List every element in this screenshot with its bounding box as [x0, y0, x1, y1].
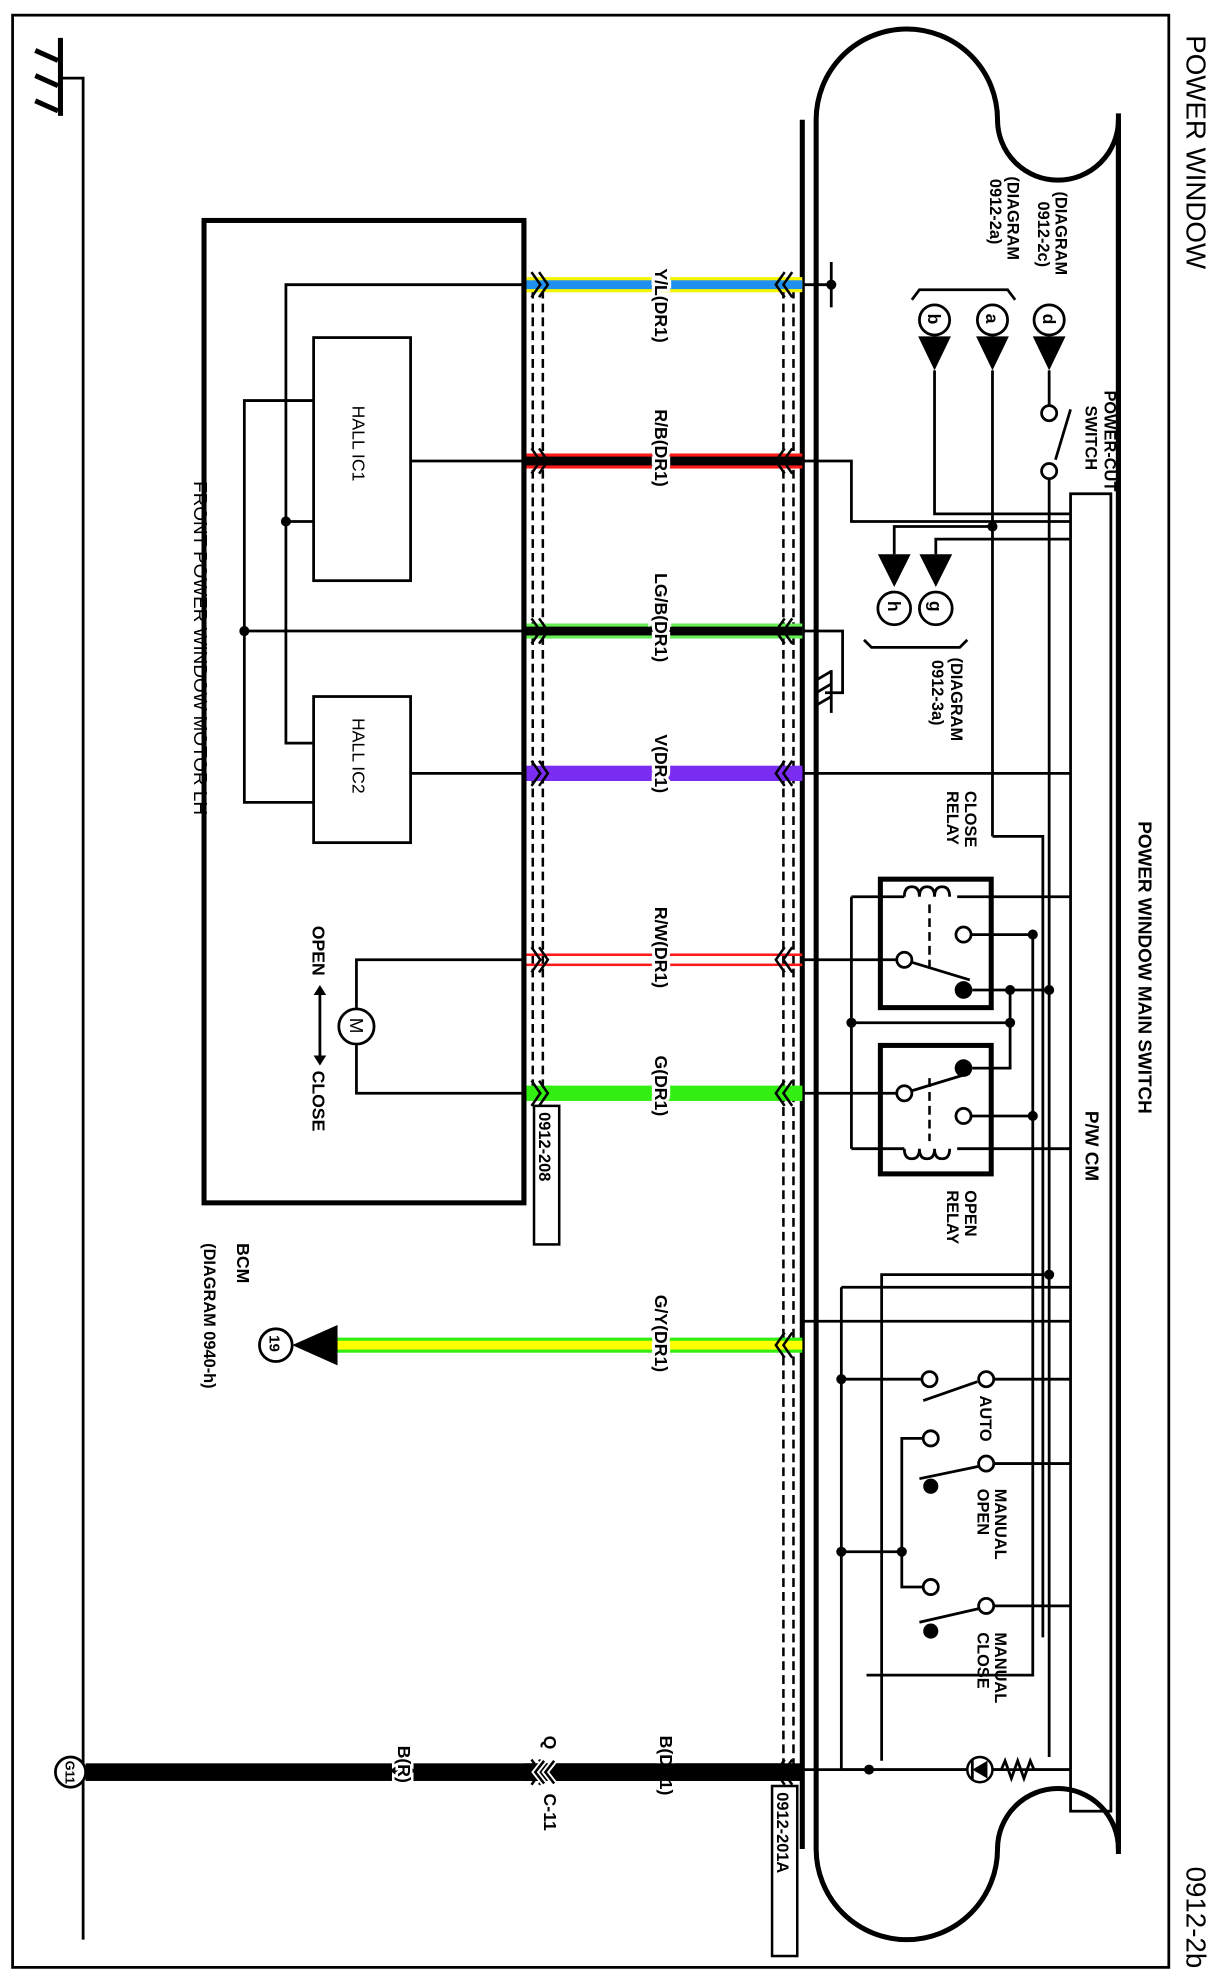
ref-ab-bracket — [910, 288, 1017, 301]
page-code: 0912-2b — [1180, 1867, 1211, 1969]
c11-connector-icon — [533, 1760, 556, 1785]
ground-symbol-main — [34, 37, 63, 116]
bcm-label: BCM — [233, 1243, 253, 1283]
ref-gh-bracket — [863, 638, 969, 649]
auto-switch[interactable] — [920, 1370, 939, 1389]
ref-h[interactable]: h — [876, 554, 912, 627]
manual-close-switch[interactable] — [977, 1596, 996, 1615]
svg-text:d: d — [1039, 314, 1059, 325]
connector-chevron-icon — [774, 946, 794, 974]
connector-chevron-icon — [774, 760, 794, 787]
open-relay-label-2: RELAY — [943, 1190, 961, 1244]
connector-chevron-icon — [530, 617, 550, 645]
wire-g-y-dr1-: G/Y(DR1) — [337, 1292, 803, 1375]
pwcm-block — [1069, 492, 1113, 1813]
connector-chevron-icon — [530, 760, 550, 787]
page-frame — [11, 13, 1171, 1969]
open-label: OPEN — [308, 926, 328, 976]
auto-label: AUTO — [976, 1396, 994, 1442]
close-relay — [877, 876, 994, 1011]
power-cut-label: POWER-CUT — [1101, 390, 1119, 491]
bcm-pin-label: 19 — [266, 1335, 283, 1352]
bcm-note: (DIAGRAM 0940-h) — [200, 1243, 218, 1388]
main-switch-label: POWER WINDOW MAIN SWITCH — [1134, 821, 1155, 1114]
connector-chevron-icon — [774, 1079, 794, 1107]
connector-chevron-icon — [774, 617, 794, 645]
hall-ic1 — [312, 336, 412, 583]
main-switch-outline — [813, 26, 1121, 1943]
power-cut-switch[interactable] — [1040, 404, 1059, 423]
manual-open-label-2: OPEN — [973, 1489, 991, 1535]
bcm-arrow-icon — [292, 1325, 338, 1366]
wire-label: R/W(DR1) — [651, 907, 671, 988]
ref-gh-note: (DIAGRAM — [947, 657, 965, 741]
svg-text:h: h — [884, 601, 904, 612]
wire-g-dr1-: G(DR1) — [523, 1052, 803, 1119]
wire-label: G(DR1) — [651, 1055, 671, 1116]
connector-chevron-icon — [530, 447, 550, 475]
connector-chevron-icon — [774, 1331, 794, 1359]
connector-0912-208-tag — [532, 1104, 561, 1246]
c11-pin: Q — [540, 1736, 560, 1750]
wire-lg-b-dr1-: LG/B(DR1) — [523, 570, 803, 665]
wire-label: G/Y(DR1) — [651, 1295, 671, 1372]
ref-gh-note-2: 0912-3a) — [928, 660, 946, 726]
motor-symbol: M — [345, 1018, 366, 1034]
svg-text:b: b — [924, 314, 944, 325]
manual-close-label-2: CLOSE — [973, 1632, 991, 1688]
motor-icon — [337, 1007, 376, 1046]
ref-d-note: (DIAGRAM — [1051, 191, 1069, 275]
ground-point-label: G11 — [62, 1761, 76, 1784]
connector-0912-201A: 0912-201A — [773, 1792, 791, 1873]
page-title: POWER WINDOW — [1180, 35, 1211, 270]
ref-g[interactable]: g — [918, 554, 954, 627]
close-relay-label-2: RELAY — [943, 791, 961, 845]
motor-label: FRONT POWER WINDOW MOTOR LH — [189, 481, 210, 815]
wire-label: R/B(DR1) — [651, 409, 671, 486]
ref-d[interactable]: d — [1032, 303, 1066, 371]
wire-label: LG/B(DR1) — [651, 573, 671, 662]
wires: Y/L(DR1) R/B(DR1) LG/B(DR1) V(DR1) R/W(DR1) G… — [337, 265, 803, 1798]
connector-0912-208: 0912-208 — [535, 1112, 553, 1181]
manual-open-label: MANUAL — [991, 1489, 1009, 1560]
connector-chevron-icon — [774, 447, 794, 475]
hall-ic2-label: HALL IC2 — [349, 718, 369, 794]
connector-chevron-icon — [774, 271, 794, 299]
power-cut-label-2: SWITCH — [1082, 406, 1100, 471]
svg-text:g: g — [926, 601, 946, 612]
wire-label: V(DR1) — [651, 734, 671, 793]
ref-ab-note: (DIAGRAM — [1004, 176, 1022, 260]
ground-symbol-lgb — [815, 670, 833, 713]
pwcm-label: P/W CM — [1081, 1111, 1102, 1181]
c11-connector: C-11 — [540, 1794, 560, 1831]
wire-r-b-dr1-: R/B(DR1) — [523, 406, 803, 490]
connector-chevron-icon — [530, 1079, 550, 1107]
ref-ab-note-2: 0912-2a) — [986, 179, 1004, 245]
close-label: CLOSE — [308, 1071, 328, 1132]
bcm-pin[interactable] — [258, 1327, 294, 1363]
wire-label: Y/L(DR1) — [651, 268, 671, 342]
connector-chevron-icon — [530, 946, 550, 974]
hall-ic2 — [312, 695, 412, 845]
manual-open-switch[interactable] — [977, 1454, 996, 1473]
resistor-icon — [992, 1756, 1071, 1783]
wire-r-w-dr1-: R/W(DR1) — [523, 904, 803, 991]
ref-a[interactable]: a — [975, 303, 1009, 371]
wire-b-r — [85, 1763, 783, 1781]
connector-chevron-icon — [530, 271, 550, 299]
open-relay-label: OPEN — [961, 1190, 979, 1236]
ref-b[interactable]: b — [918, 303, 952, 371]
svg-text:a: a — [982, 314, 1002, 324]
manual-close-label: MANUAL — [991, 1632, 1009, 1703]
motor-box — [201, 217, 527, 1206]
ref-d-note-2: 0912-2c) — [1034, 202, 1052, 268]
open-relay — [877, 1042, 994, 1177]
wire-b-r-label: B(R) — [394, 1746, 414, 1783]
wire-v-dr1-: V(DR1) — [523, 731, 803, 796]
hall-ic1-label: HALL IC1 — [349, 406, 369, 482]
connector-0912-201A-tag — [770, 1784, 799, 1958]
close-relay-label: CLOSE — [961, 791, 979, 847]
wire-y-l-dr1-: Y/L(DR1) — [523, 265, 803, 346]
